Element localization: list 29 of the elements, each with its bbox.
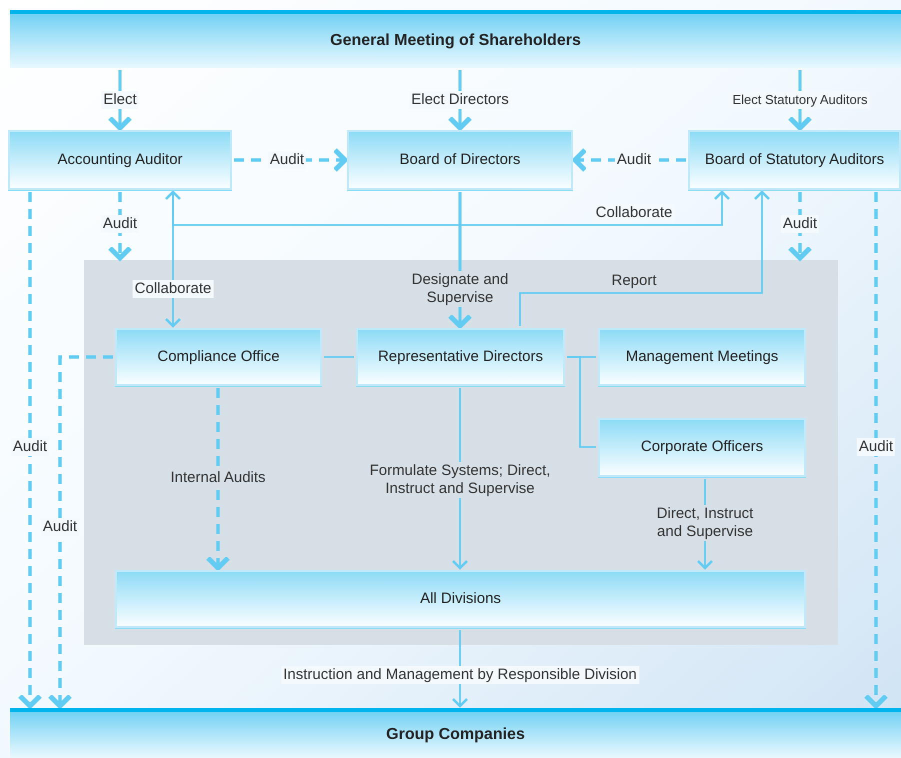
edge-label: Audit — [10, 438, 50, 456]
process-box: All Divisions — [115, 570, 806, 628]
header-bar: Group Companies — [10, 708, 901, 758]
edge-label: Instruction and Management by Responsible Division — [281, 666, 639, 684]
arrow — [18, 192, 42, 708]
arrow — [206, 388, 230, 570]
arrow — [519, 190, 770, 326]
connector-line — [324, 356, 354, 358]
process-box: Compliance Office — [115, 328, 322, 386]
process-box: Accounting Auditor — [8, 130, 232, 190]
edge-label: Elect Directors — [409, 91, 511, 109]
process-box: Corporate Officers — [598, 418, 806, 477]
process-box: Representative Directors — [356, 328, 565, 386]
edge-label: Audit — [268, 151, 306, 169]
edge-label: Audit — [856, 438, 896, 456]
edge-label: Audit — [100, 215, 140, 233]
process-box: Management Meetings — [598, 328, 806, 386]
process-box: Board of Statutory Auditors — [688, 130, 901, 190]
edge-label: Audit — [780, 215, 820, 233]
arrow — [864, 192, 888, 708]
edge-label: Audit — [40, 518, 80, 536]
header-bar: General Meeting of Shareholders — [10, 10, 901, 68]
process-box: Board of Directors — [347, 130, 573, 190]
edge-label: Elect — [101, 91, 139, 109]
arrow — [48, 355, 113, 708]
panel-background — [84, 260, 838, 645]
arrow — [172, 190, 730, 226]
connector-line — [567, 356, 596, 448]
edge-label: Collaborate — [132, 280, 214, 298]
